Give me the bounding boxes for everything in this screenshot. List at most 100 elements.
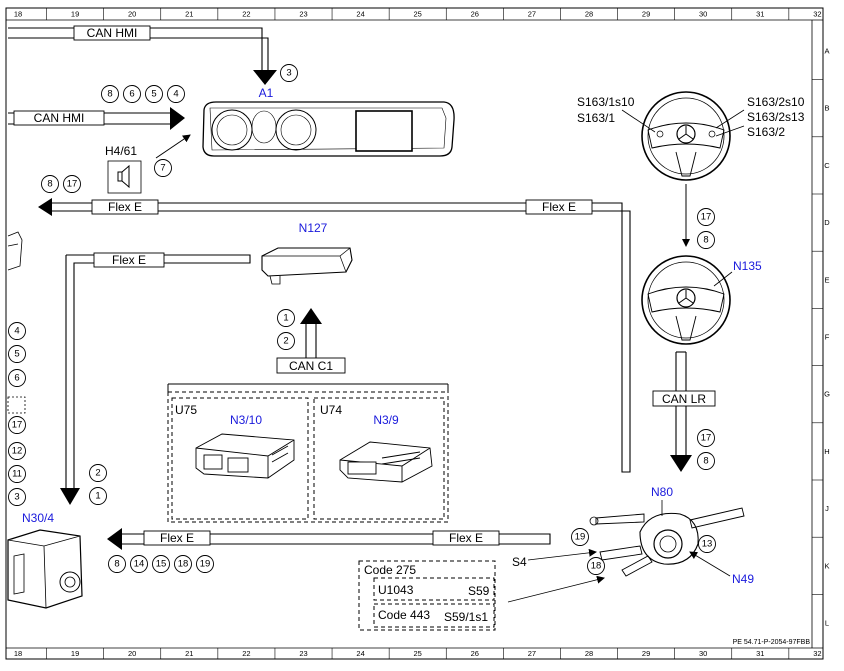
callout-8: 8 xyxy=(41,175,59,193)
svg-text:7: 7 xyxy=(160,163,165,174)
row-letter: C xyxy=(824,161,830,170)
callout-4: 4 xyxy=(167,85,185,103)
column-number: 21 xyxy=(185,10,193,19)
svg-text:19: 19 xyxy=(200,559,211,570)
svg-text:CAN C1: CAN C1 xyxy=(289,359,333,373)
leaders-s163 xyxy=(621,109,745,137)
column-number: 25 xyxy=(414,649,422,658)
svg-text:11: 11 xyxy=(12,469,22,480)
label-n127: N127 xyxy=(299,221,328,235)
callout-5: 5 xyxy=(8,345,26,363)
row-letter: E xyxy=(824,275,829,284)
bus-label-flex-e-mid: Flex E xyxy=(93,252,165,268)
label-u75: U75 xyxy=(175,403,197,417)
bus-label-can-hmi-top: CAN HMI xyxy=(73,25,151,41)
svg-text:17: 17 xyxy=(701,433,712,444)
svg-text:Flex E: Flex E xyxy=(108,200,142,214)
label-s59: S59 xyxy=(468,584,490,598)
svg-text:CAN LR: CAN LR xyxy=(662,392,706,406)
column-number: 22 xyxy=(242,649,250,658)
row-letter: L xyxy=(825,619,829,628)
svg-text:13: 13 xyxy=(702,539,713,550)
svg-text:14: 14 xyxy=(134,559,145,570)
callout-7: 7 xyxy=(154,159,172,177)
label-n3-10: N3/10 xyxy=(230,413,262,427)
column-number: 24 xyxy=(356,649,364,658)
callout-12: 12 xyxy=(8,442,26,460)
column-number: 26 xyxy=(471,649,479,658)
label-s59-1s1: S59/1s1 xyxy=(444,610,488,624)
label-code-443: Code 443 xyxy=(378,608,430,622)
svg-text:17: 17 xyxy=(701,212,712,223)
callout-2: 2 xyxy=(277,332,295,350)
label-s163-2s10: S163/2s10 xyxy=(747,95,805,109)
svg-text:18: 18 xyxy=(591,561,602,572)
bus-label-flex-e-bottom-left: Flex E xyxy=(143,530,211,546)
row-letter: G xyxy=(824,390,830,399)
bus-label-flex-e-bottom-right: Flex E xyxy=(432,530,500,546)
callout-17: 17 xyxy=(63,175,81,193)
callout-11: 11 xyxy=(8,465,26,483)
callout-6: 6 xyxy=(123,85,141,103)
row-letter: H xyxy=(824,447,829,456)
column-number: 24 xyxy=(356,10,364,19)
column-number: 18 xyxy=(14,10,22,19)
callout-17: 17 xyxy=(697,208,715,226)
partial-component-left xyxy=(7,231,23,271)
steering-wheel-top xyxy=(641,91,731,181)
bus-label-can-c1: CAN C1 xyxy=(276,357,346,374)
arrow-flex-e-bottom-left xyxy=(107,528,122,550)
column-number: 23 xyxy=(299,10,307,19)
callout-18: 18 xyxy=(587,557,605,575)
code-block xyxy=(358,560,496,631)
callout-5: 5 xyxy=(145,85,163,103)
column-number: 32 xyxy=(813,10,821,19)
svg-text:6: 6 xyxy=(129,89,134,100)
bus-label-flex-e-left: Flex E xyxy=(91,199,159,215)
column-number: 28 xyxy=(585,649,593,658)
column-number: 19 xyxy=(71,10,79,19)
column-number: 20 xyxy=(128,649,136,658)
label-s163-2: S163/2 xyxy=(747,125,785,139)
steering-wheel-n135 xyxy=(641,255,731,345)
ecu-n3-10 xyxy=(195,433,295,479)
column-module-n80 xyxy=(589,507,745,577)
callout-19: 19 xyxy=(196,555,214,573)
column-number: 32 xyxy=(813,649,821,658)
callout-14: 14 xyxy=(130,555,148,573)
row-letter: J xyxy=(825,504,829,513)
column-number: 31 xyxy=(756,10,764,19)
label-s163-2s13: S163/2s13 xyxy=(747,110,805,124)
label-s4: S4 xyxy=(512,555,527,569)
svg-text:15: 15 xyxy=(156,559,167,570)
column-number: 31 xyxy=(756,649,764,658)
callout-3: 3 xyxy=(8,488,26,506)
label-h4-61: H4/61 xyxy=(105,144,137,158)
svg-text:3: 3 xyxy=(286,68,291,79)
callout-8: 8 xyxy=(101,85,119,103)
svg-text:1: 1 xyxy=(283,313,288,324)
column-number: 30 xyxy=(699,10,707,19)
svg-text:Flex E: Flex E xyxy=(160,531,194,545)
svg-text:12: 12 xyxy=(12,446,23,457)
column-number: 21 xyxy=(185,649,193,658)
leader-h4-a1 xyxy=(155,134,191,159)
callout-4: 4 xyxy=(8,322,26,340)
ruler-frame xyxy=(5,7,824,660)
instrument-cluster-a1 xyxy=(202,101,455,157)
svg-text:8: 8 xyxy=(114,559,119,570)
arrow-to-n30-4 xyxy=(60,488,80,505)
svg-text:6: 6 xyxy=(14,373,19,384)
row-letter: D xyxy=(824,218,830,227)
arrow-to-a1 xyxy=(253,70,277,85)
svg-text:4: 4 xyxy=(173,89,178,100)
callout-19: 19 xyxy=(571,528,589,546)
column-number: 23 xyxy=(299,649,307,658)
label-s163-1s10: S163/1s10 xyxy=(577,95,635,109)
svg-text:17: 17 xyxy=(67,179,78,190)
leader-s4 xyxy=(527,548,597,561)
column-number: 27 xyxy=(528,10,536,19)
